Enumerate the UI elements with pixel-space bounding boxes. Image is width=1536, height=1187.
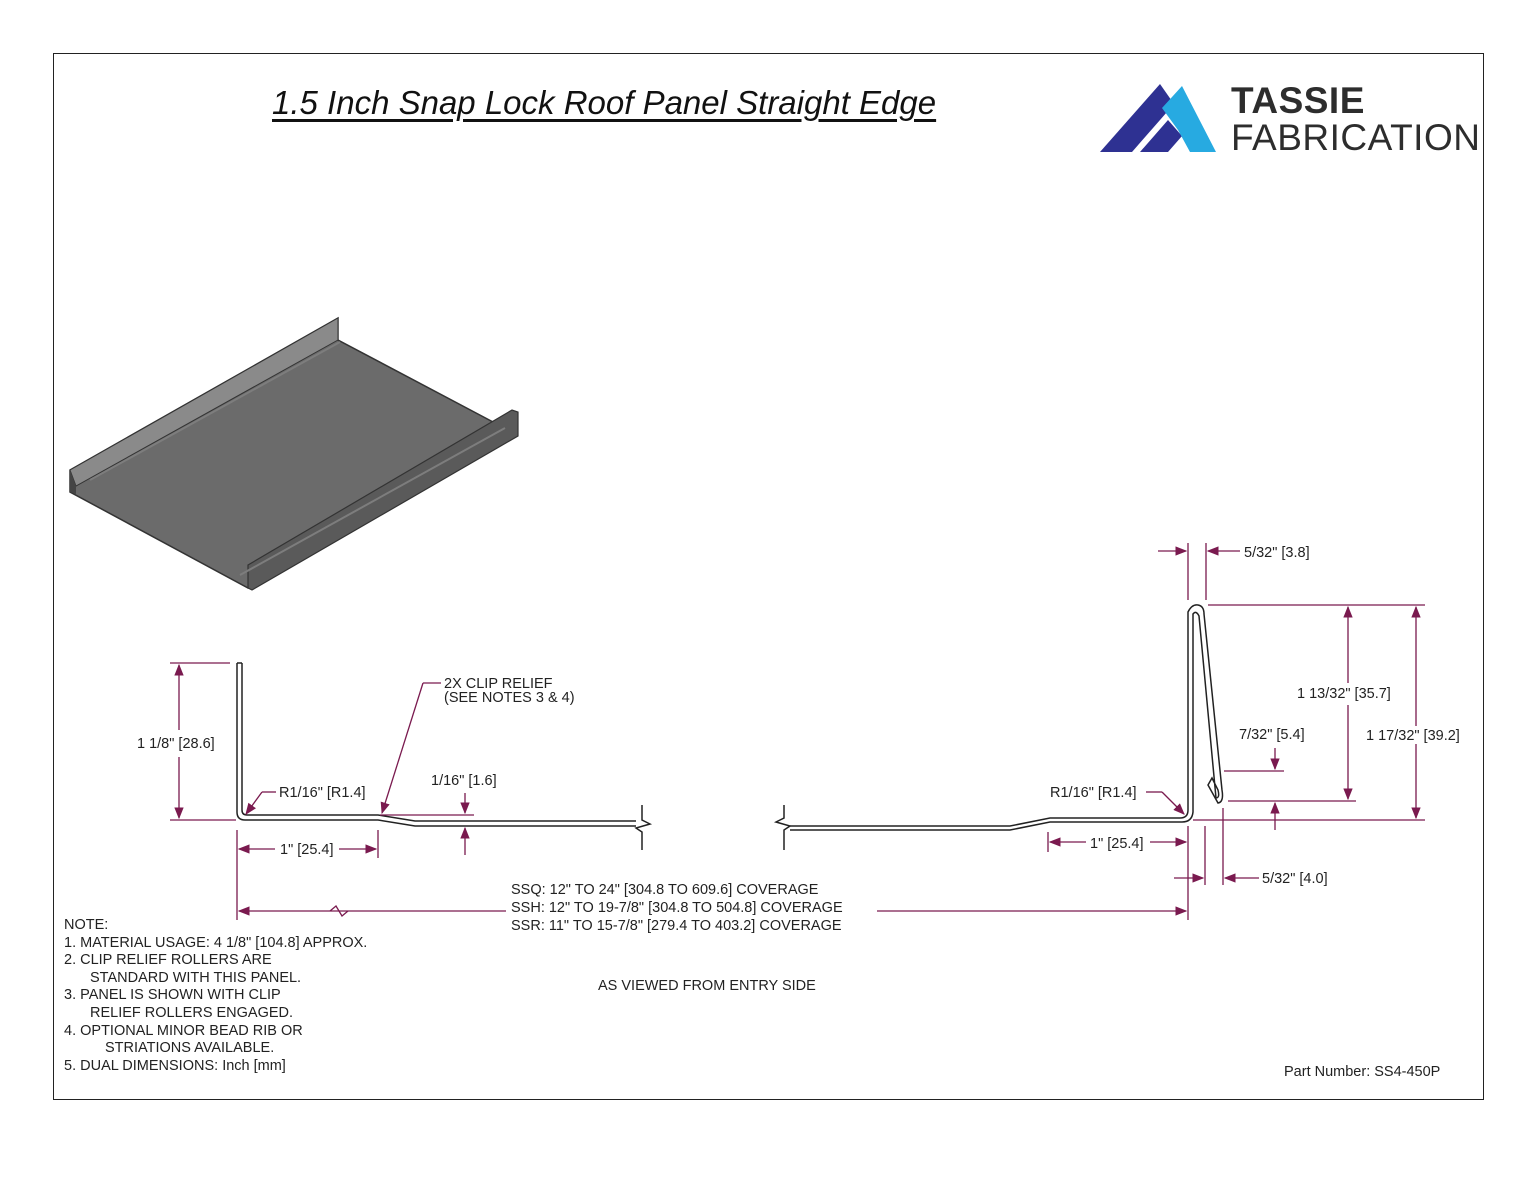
- profile-right-edge: [773, 604, 1224, 850]
- dimension-lines: [170, 543, 1425, 920]
- part-number: Part Number: SS4-450P: [1284, 1064, 1441, 1080]
- dim-left-radius: R1/16" [R1.4]: [279, 785, 366, 801]
- dimension-labels: 1 1/8" [28.6] R1/16" [R1.4] 2X CLIP RELI…: [137, 545, 1460, 887]
- dim-clip-relief-2: (SEE NOTES 3 & 4): [444, 690, 575, 706]
- view-caption: AS VIEWED FROM ENTRY SIDE: [598, 978, 816, 994]
- drawing-title: 1.5 Inch Snap Lock Roof Panel Straight E…: [272, 84, 937, 121]
- dim-left-height: 1 1/8" [28.6]: [137, 736, 215, 752]
- dim-left-flat: 1" [25.4]: [280, 842, 334, 858]
- note-2a: 2. CLIP RELIEF ROLLERS ARE: [64, 952, 272, 969]
- dim-right-total-height: 1 17/32" [39.2]: [1366, 728, 1460, 744]
- dim-relief-depth: 1/16" [1.6]: [431, 773, 497, 789]
- note-4b: STRIATIONS AVAILABLE.: [105, 1040, 275, 1057]
- dim-right-inner-height: 1 13/32" [35.7]: [1297, 686, 1391, 702]
- drawing-border: [53, 53, 1484, 1100]
- notes-block: NOTE: 1. MATERIAL USAGE: 4 1/8" [104.8] …: [64, 917, 367, 1075]
- tassie-logo-icon: [1100, 84, 1216, 152]
- dim-right-radius: R1/16" [R1.4]: [1050, 785, 1137, 801]
- dim-clip-relief-1: 2X CLIP RELIEF: [444, 676, 553, 692]
- dim-right-top-width: 5/32" [3.8]: [1244, 545, 1310, 561]
- dim-right-hook: 7/32" [5.4]: [1239, 727, 1305, 743]
- dim-right-flat: 1" [25.4]: [1090, 836, 1144, 852]
- brand-name-line2: FABRICATION: [1231, 117, 1481, 158]
- brand-name-line1: TASSIE: [1231, 80, 1365, 121]
- coverage-ssr: SSR: 11" TO 15-7/8" [279.4 TO 403.2] COV…: [511, 918, 842, 934]
- note-3a: 3. PANEL IS SHOWN WITH CLIP: [64, 987, 281, 1004]
- notes-header: NOTE:: [64, 917, 109, 933]
- panel-3d-render: [69, 316, 519, 591]
- coverage-ssh: SSH: 12" TO 19-7/8" [304.8 TO 504.8] COV…: [511, 900, 843, 916]
- profile-left-edge: [236, 662, 653, 850]
- note-2b: STANDARD WITH THIS PANEL.: [90, 969, 302, 986]
- dim-right-bottom-width: 5/32" [4.0]: [1262, 871, 1328, 887]
- note-1: 1. MATERIAL USAGE: 4 1/8" [104.8] APPROX…: [64, 934, 368, 951]
- note-3b: RELIEF ROLLERS ENGAGED.: [90, 1004, 294, 1021]
- coverage-ssq: SSQ: 12" TO 24" [304.8 TO 609.6] COVERAG…: [511, 882, 819, 898]
- note-5: 5. DUAL DIMENSIONS: Inch [mm]: [64, 1057, 286, 1074]
- note-4a: 4. OPTIONAL MINOR BEAD RIB OR: [64, 1022, 303, 1039]
